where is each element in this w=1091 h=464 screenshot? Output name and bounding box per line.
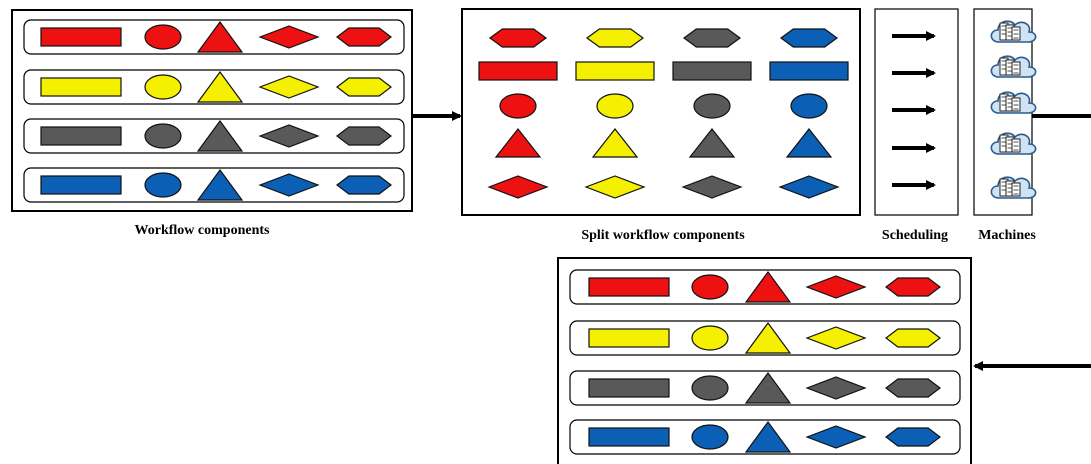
yellow-diamond-shape bbox=[805, 326, 867, 350]
blue-diamond-shape bbox=[778, 175, 840, 199]
blue-rectangle-shape bbox=[769, 61, 849, 81]
gray-circle-shape bbox=[691, 375, 729, 401]
yellow-rectangle-shape bbox=[40, 77, 122, 97]
yellow-triangle-shape bbox=[591, 128, 639, 158]
blue-circle-shape bbox=[144, 172, 182, 198]
yellow-circle-shape bbox=[144, 74, 182, 100]
caption-machines: Machines bbox=[978, 228, 1036, 243]
red-triangle-shape bbox=[196, 20, 244, 53]
blue-circle-shape bbox=[790, 93, 828, 119]
blue-hexagon-shape bbox=[779, 28, 839, 48]
red-rectangle-shape bbox=[478, 61, 558, 81]
gray-diamond-shape bbox=[258, 124, 320, 148]
yellow-triangle-shape bbox=[744, 321, 792, 354]
gray-hexagon-shape bbox=[885, 378, 941, 398]
yellow-circle-shape bbox=[691, 325, 729, 351]
blue-triangle-shape bbox=[785, 128, 833, 158]
yellow-triangle-shape bbox=[196, 70, 244, 103]
yellow-diamond-shape bbox=[584, 175, 646, 199]
blue-triangle-shape bbox=[744, 420, 792, 453]
scheduling-arrows bbox=[892, 31, 936, 190]
red-hexagon-shape bbox=[488, 28, 548, 48]
gray-rectangle-shape bbox=[672, 61, 752, 81]
red-diamond-shape bbox=[487, 175, 549, 199]
server-cloud-icon bbox=[990, 55, 1037, 78]
server-cloud-icon bbox=[990, 176, 1037, 199]
yellow-circle-shape bbox=[596, 93, 634, 119]
yellow-hexagon-shape bbox=[336, 77, 392, 97]
scheduled-workflow-rows bbox=[569, 269, 961, 455]
server-cloud-icon bbox=[990, 91, 1037, 114]
caption-split-workflow-components: Split workflow components bbox=[581, 228, 745, 243]
yellow-rectangle-shape bbox=[575, 61, 655, 81]
red-rectangle-shape bbox=[40, 27, 122, 47]
gray-rectangle-shape bbox=[588, 378, 670, 398]
red-hexagon-shape bbox=[336, 27, 392, 47]
blue-rectangle-shape bbox=[588, 427, 670, 447]
red-rectangle-shape bbox=[588, 277, 670, 297]
blue-hexagon-shape bbox=[336, 175, 392, 195]
gray-diamond-shape bbox=[681, 175, 743, 199]
red-circle-shape bbox=[499, 93, 537, 119]
red-diamond-shape bbox=[805, 275, 867, 299]
yellow-hexagon-shape bbox=[885, 328, 941, 348]
workflow-rows bbox=[23, 19, 405, 203]
red-circle-shape bbox=[691, 274, 729, 300]
gray-hexagon-shape bbox=[682, 28, 742, 48]
gray-triangle-shape bbox=[196, 119, 244, 152]
yellow-diamond-shape bbox=[258, 75, 320, 99]
yellow-rectangle-shape bbox=[588, 328, 670, 348]
red-triangle-shape bbox=[744, 270, 792, 303]
red-diamond-shape bbox=[258, 25, 320, 49]
blue-circle-shape bbox=[691, 424, 729, 450]
blue-diamond-shape bbox=[805, 425, 867, 449]
gray-diamond-shape bbox=[805, 376, 867, 400]
caption-workflow-components: Workflow components bbox=[135, 223, 271, 238]
blue-rectangle-shape bbox=[40, 175, 122, 195]
gray-rectangle-shape bbox=[40, 126, 122, 146]
red-circle-shape bbox=[144, 24, 182, 50]
gray-triangle-shape bbox=[688, 128, 736, 158]
gray-triangle-shape bbox=[744, 371, 792, 404]
caption-scheduling: Scheduling bbox=[882, 228, 948, 243]
blue-hexagon-shape bbox=[885, 427, 941, 447]
split-workflow-grid bbox=[478, 28, 849, 199]
red-triangle-shape bbox=[494, 128, 542, 158]
blue-triangle-shape bbox=[196, 168, 244, 201]
machine-icons bbox=[990, 20, 1037, 199]
yellow-hexagon-shape bbox=[585, 28, 645, 48]
gray-hexagon-shape bbox=[336, 126, 392, 146]
red-hexagon-shape bbox=[885, 277, 941, 297]
gray-circle-shape bbox=[144, 123, 182, 149]
gray-circle-shape bbox=[693, 93, 731, 119]
server-cloud-icon bbox=[990, 20, 1037, 43]
server-cloud-icon bbox=[990, 132, 1037, 155]
blue-diamond-shape bbox=[258, 173, 320, 197]
